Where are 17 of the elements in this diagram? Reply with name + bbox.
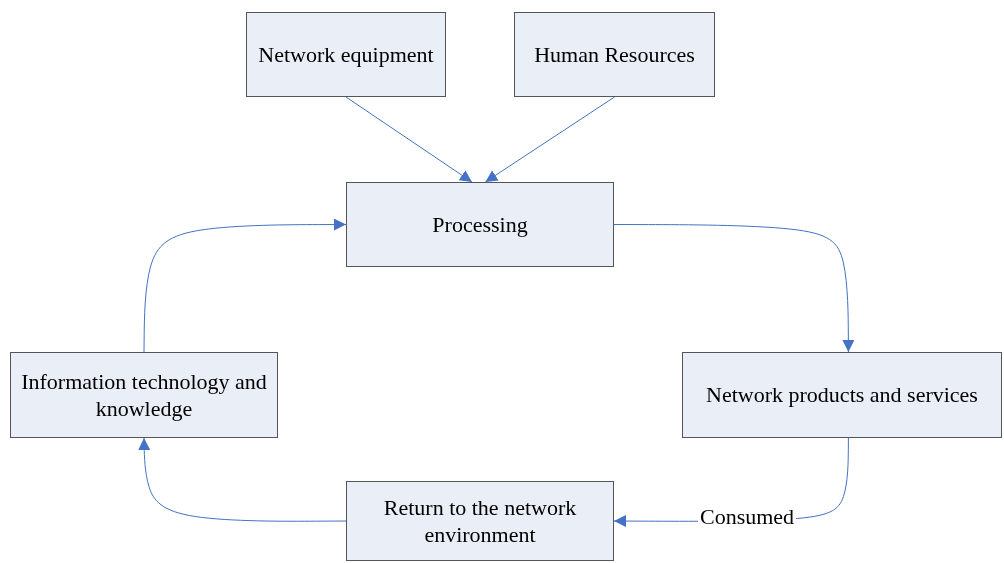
process-box: [682, 352, 1002, 438]
node-text: Information technology and knowledge: [20, 367, 268, 423]
process-box: [246, 12, 446, 97]
arrow: [143, 218, 347, 353]
process-box: [514, 12, 715, 97]
process-box: [346, 481, 614, 561]
node-text: Human Resources: [534, 40, 695, 69]
node-text: Network equipment: [258, 40, 434, 69]
arrow: [345, 96, 473, 183]
node-text: Network products and services: [706, 381, 978, 409]
arrow: [613, 224, 855, 353]
process-box: [346, 182, 614, 267]
node-text: Return to the network environment: [382, 493, 578, 549]
arrow: [138, 437, 347, 522]
node-text: Processing: [432, 210, 528, 239]
process-box: [10, 352, 278, 438]
arrow: [484, 96, 615, 183]
